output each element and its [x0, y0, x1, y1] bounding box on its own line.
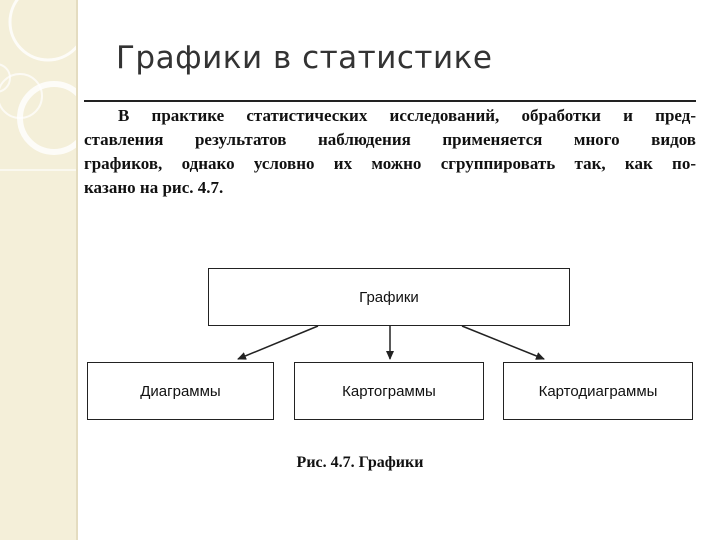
- paragraph-line: казано на рис. 4.7.: [84, 178, 224, 197]
- sidebar-circles-decoration: [0, 0, 78, 171]
- figure-caption-text: Графики: [358, 454, 424, 471]
- figure-number: Рис. 4.7.: [296, 454, 355, 471]
- figure-caption: Рис. 4.7. Графики: [0, 454, 720, 472]
- slide-title: Графики в статистике: [116, 40, 493, 76]
- arrow-to-cartodiagrams: [461, 325, 545, 360]
- arrow-to-diagrams: [237, 325, 319, 360]
- intro-paragraph: В практике статистических исследований, …: [84, 104, 696, 200]
- paragraph-line: В практике статистических исследований, …: [118, 106, 696, 125]
- decorative-sidebar: [0, 0, 78, 540]
- paragraph-line: графиков, однако условно их можно сгрупп…: [84, 154, 696, 173]
- scan-top-rule: [84, 100, 696, 102]
- diagram-box-cartograms: Картограммы: [294, 362, 484, 420]
- diagram-box-diagrams: Диаграммы: [87, 362, 274, 420]
- diagram-root-box: Графики: [208, 268, 570, 326]
- diagram-box-cartodiagrams: Картодиаграммы: [503, 362, 693, 420]
- sidebar-edge-line: [76, 0, 78, 540]
- paragraph-line: ставления результатов наблюдения применя…: [84, 130, 696, 149]
